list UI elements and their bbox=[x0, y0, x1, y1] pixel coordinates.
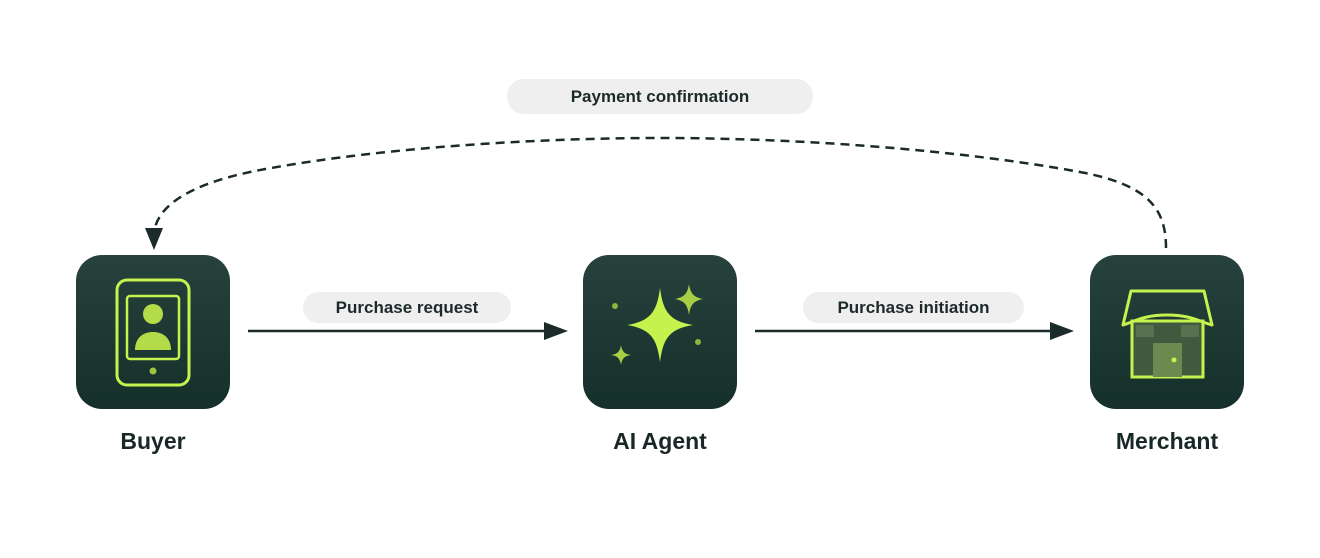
ai-agent-node bbox=[583, 255, 737, 409]
purchase-initiation-label: Purchase initiation bbox=[803, 292, 1024, 323]
payment-confirmation-arrowhead-icon bbox=[145, 228, 163, 250]
merchant-label: Merchant bbox=[1115, 428, 1219, 454]
ai-agent-label: AI Agent bbox=[613, 428, 707, 454]
purchase-initiation-arrowhead-icon bbox=[1050, 322, 1074, 340]
mobile-user-icon bbox=[115, 278, 191, 387]
payment-confirmation-arrow bbox=[152, 136, 1168, 249]
storefront-icon bbox=[1121, 289, 1214, 379]
buyer-node bbox=[76, 255, 230, 409]
merchant-node bbox=[1090, 255, 1244, 409]
purchase-request-arrowhead-icon bbox=[544, 322, 568, 340]
buyer-label: Buyer bbox=[120, 428, 186, 454]
purchase-request-label: Purchase request bbox=[303, 292, 511, 323]
payment-confirmation-label: Payment confirmation bbox=[507, 79, 813, 114]
sparkles-icon bbox=[611, 284, 703, 365]
